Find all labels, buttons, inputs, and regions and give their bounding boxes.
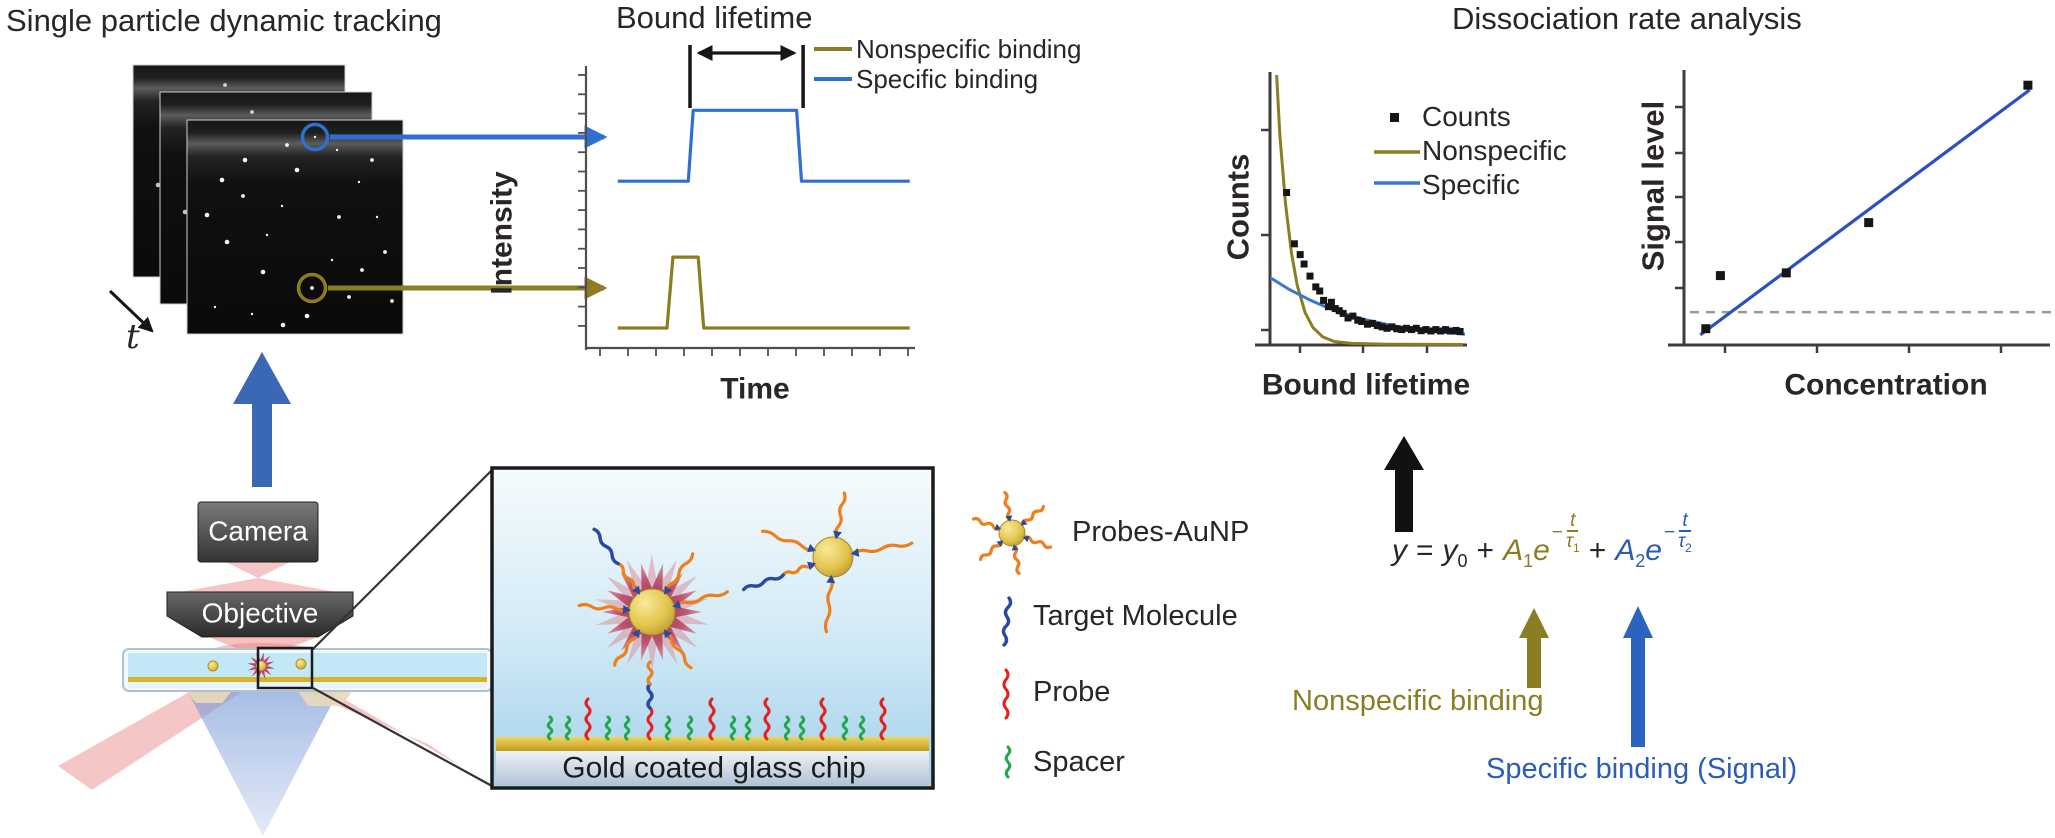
- intensity-axis-label: Intensity: [485, 171, 519, 295]
- bound-lifetime-axis-label: Bound lifetime: [1261, 368, 1471, 402]
- legend-target-molecule: Target Molecule: [1033, 600, 1238, 632]
- legend-dot-counts: [1390, 113, 1399, 122]
- counts-axis-label: Counts: [1220, 153, 1256, 261]
- gold-chip-label: Gold coated glass chip: [562, 751, 866, 785]
- molecule-legend-icons: [971, 491, 1053, 779]
- nonspecific-term-arrow: [1519, 608, 1549, 688]
- legend-specific-fit: Specific: [1422, 169, 1521, 200]
- title-bound-lifetime: Bound lifetime: [616, 0, 813, 35]
- nonspecific-particle-marker: [296, 272, 328, 304]
- annotation-specific-binding-signal: Specific binding (Signal): [1486, 753, 1798, 785]
- objective-label: Objective: [201, 597, 319, 629]
- signal-level-axis-label: Signal level: [1635, 100, 1671, 272]
- specific-particle-marker: [300, 122, 330, 152]
- time-stack-label: t: [126, 317, 140, 357]
- legend-spacer: Spacer: [1033, 746, 1125, 778]
- time-axis-label: Time: [720, 372, 790, 406]
- camera-label: Camera: [208, 515, 308, 547]
- equation-to-chart-arrow: [1384, 436, 1424, 532]
- inset-connector-bottom: [312, 687, 493, 787]
- tether-target: [646, 682, 654, 710]
- frame-stack: [108, 64, 608, 335]
- legend-counts: Counts: [1422, 101, 1511, 132]
- specific-term-arrow: [1623, 606, 1653, 747]
- microscope-apparatus: [58, 352, 493, 836]
- tether-probe: [646, 706, 654, 741]
- legend-probe: Probe: [1033, 676, 1111, 708]
- calibration-fit-line: [1699, 88, 2031, 337]
- inset-connector-top: [311, 469, 493, 651]
- counts-decay-chart: [1255, 72, 1467, 353]
- title-single-particle-tracking: Single particle dynamic tracking: [6, 3, 442, 38]
- signal-concentration-chart: [1668, 70, 2052, 353]
- spacer-icon: [1004, 745, 1012, 779]
- intensity-chart: [578, 45, 915, 356]
- time-direction-arrow: [108, 289, 154, 333]
- legend-probes-aunp: Probes-AuNP: [1072, 516, 1250, 548]
- transmitted-light-cone: [188, 692, 338, 836]
- camera-output-arrow: [233, 352, 291, 487]
- probe-icon: [1002, 668, 1010, 720]
- surface-chemistry-inset: [490, 466, 935, 790]
- legend-nonspecific-fit: Nonspecific: [1422, 135, 1567, 166]
- equation-arrows: [1384, 436, 1653, 747]
- glass-layer: [496, 751, 929, 785]
- legend-nonspecific-binding: Nonspecific binding: [856, 34, 1082, 64]
- light-path-upper: [180, 562, 336, 592]
- target-molecule-icon: [1001, 596, 1013, 647]
- concentration-axis-label: Concentration: [1784, 368, 1988, 402]
- gold-layer: [496, 737, 929, 751]
- title-dissociation-rate-analysis: Dissociation rate analysis: [1452, 1, 1802, 36]
- legend-specific-binding: Specific binding: [856, 64, 1039, 94]
- annotation-nonspecific-binding: Nonspecific binding: [1292, 685, 1544, 717]
- zoom-region-box: [256, 646, 314, 690]
- camera-box: [197, 501, 319, 563]
- probes-aunp-icon: [971, 491, 1053, 575]
- tether-np-probe: [646, 660, 654, 686]
